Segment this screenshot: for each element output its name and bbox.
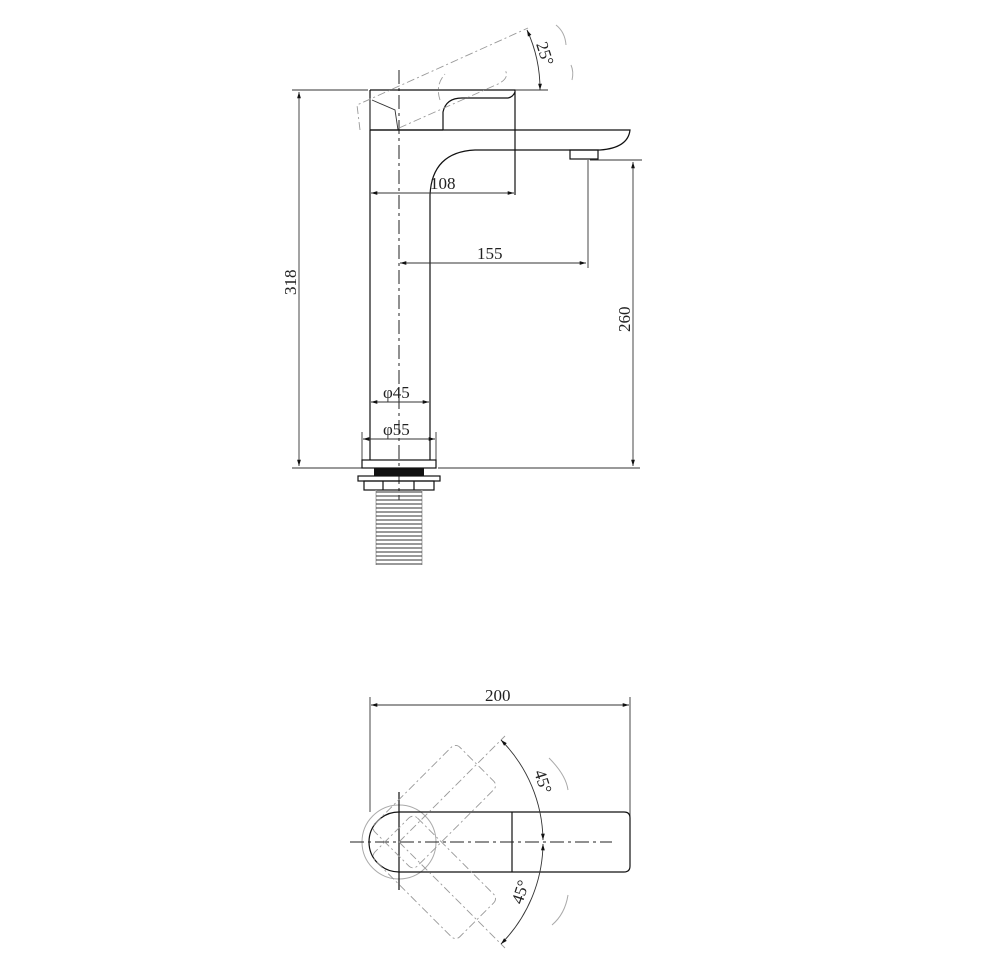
rotation-arrow-icon: [551, 894, 569, 926]
spout: [370, 129, 631, 196]
threaded-shank: [375, 490, 423, 565]
dimension-label-d45: φ45: [383, 383, 410, 402]
nut-detail: [382, 481, 415, 490]
angle-ray: [398, 841, 506, 949]
handle-rotated-left-outline: [372, 745, 496, 869]
aerator: [569, 149, 599, 160]
angle-arc-45-lower: [500, 843, 545, 945]
thread-outline: [375, 490, 423, 565]
handle-spout-outline: [399, 811, 631, 873]
dimension-label-200: 200: [485, 686, 511, 705]
dimension-label-155: 155: [477, 244, 503, 263]
dimension-label-260: 260: [615, 307, 634, 333]
rotation-arrow-icon: [548, 757, 569, 791]
angle-ray: [398, 735, 506, 843]
angle-arc-45-upper: [500, 739, 545, 841]
nut: [363, 480, 435, 491]
top-view: 200 45° 45°: [350, 686, 631, 949]
faucet-body: [369, 90, 431, 460]
dimension-label-108: 108: [430, 174, 456, 193]
angle-arc-25: [526, 29, 542, 91]
angle-label-25: 25°: [532, 39, 557, 68]
handle-rotated-right-outline: [372, 815, 496, 939]
handle-detail: [369, 98, 399, 131]
dimension-label-d55: φ55: [383, 420, 410, 439]
dimension-label-318: 318: [281, 270, 300, 296]
rotation-arrow-icon: [555, 24, 574, 81]
angle-label-45-lower: 45°: [508, 878, 533, 907]
gasket: [374, 468, 424, 476]
side-view: 25° 318 108 155 260 φ45 φ55: [281, 24, 642, 565]
handle-lifted-outline: [356, 27, 529, 131]
